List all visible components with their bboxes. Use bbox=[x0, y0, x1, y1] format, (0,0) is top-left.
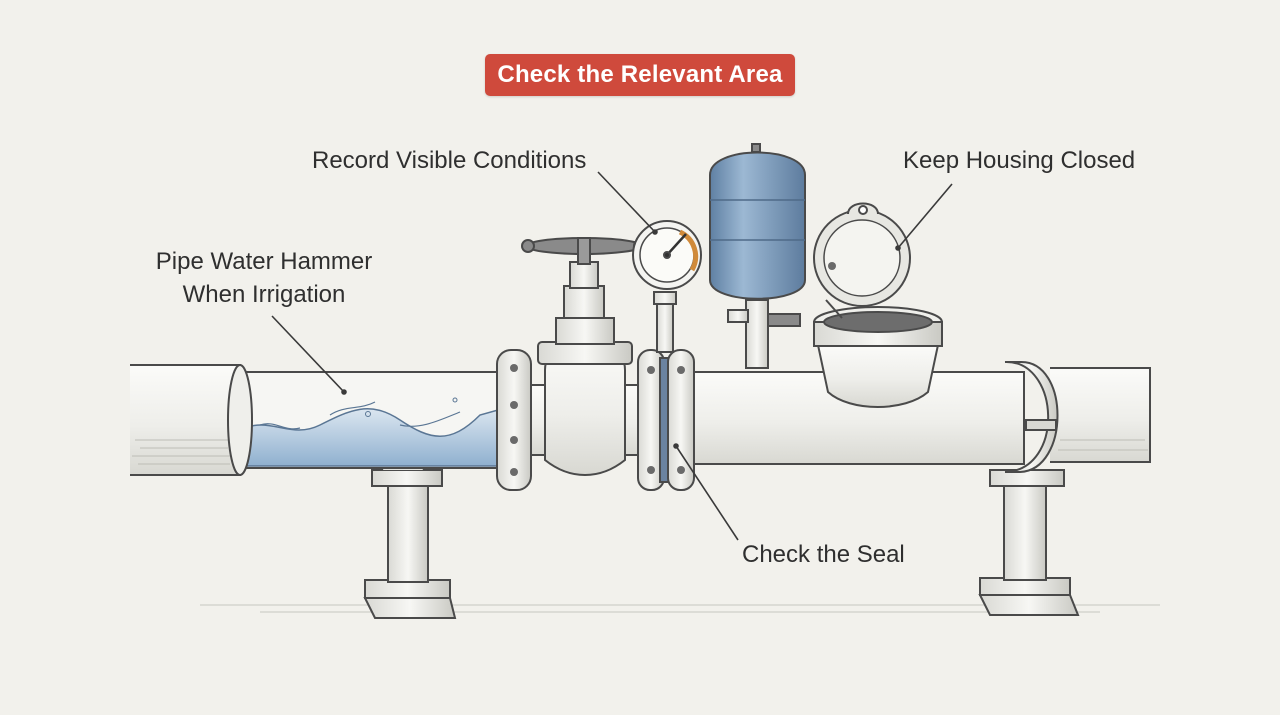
seal-flange bbox=[637, 349, 695, 491]
leader-hammer bbox=[271, 315, 345, 393]
callout-check-the-seal: Check the Seal bbox=[742, 541, 905, 568]
pipe-icon bbox=[130, 364, 501, 476]
expansion-tank-icon bbox=[709, 143, 806, 369]
leader-housing bbox=[897, 183, 953, 249]
leader-seal bbox=[675, 445, 739, 541]
callout-hammer-line1: Pipe Water Hammer bbox=[155, 248, 373, 275]
meter-housing-icon bbox=[813, 202, 943, 408]
pressure-gauge-icon bbox=[632, 220, 702, 353]
callout-record-visible-conditions: Record Visible Conditions bbox=[312, 147, 587, 174]
title-badge: Check the Relevant Area bbox=[485, 54, 795, 96]
callout-pipe-water-hammer: Pipe Water Hammer When Irrigation bbox=[148, 245, 380, 311]
callout-keep-housing-closed: Keep Housing Closed bbox=[903, 147, 1136, 174]
callout-hammer-line2: When Irrigation bbox=[182, 281, 346, 308]
leader-lines bbox=[271, 171, 953, 541]
leader-record bbox=[597, 171, 656, 233]
gate-valve-icon bbox=[521, 237, 647, 476]
pipe-support-right bbox=[978, 469, 1080, 616]
flange-icon bbox=[496, 349, 532, 491]
pipe-support-left bbox=[363, 451, 457, 619]
